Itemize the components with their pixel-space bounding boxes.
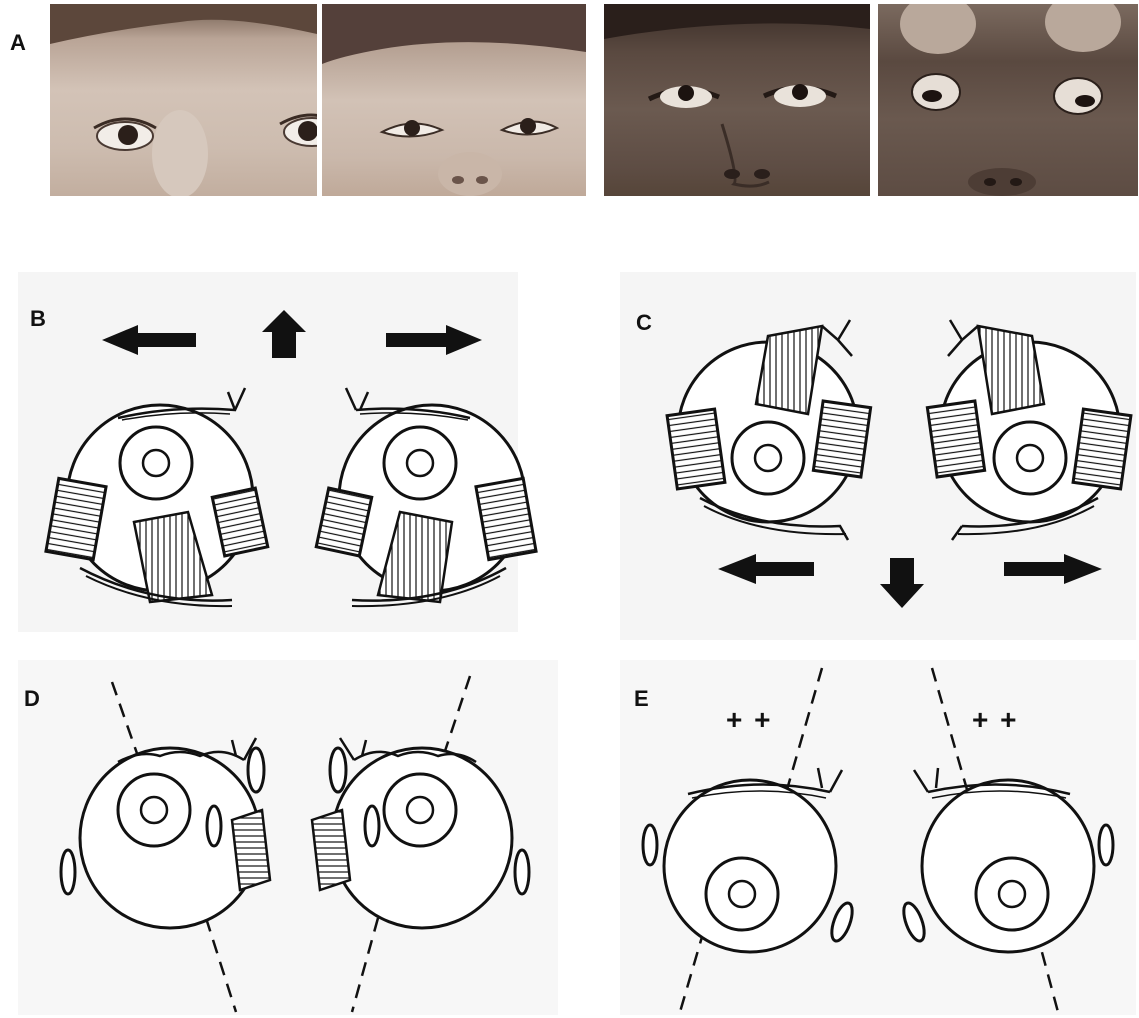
panel-c-diagram [667, 320, 1131, 608]
panel-e-left-eye [643, 768, 856, 952]
panel-e-diagram [643, 668, 1113, 1012]
panel-c-right-eye [927, 320, 1131, 540]
panel-b-left-eye [46, 388, 268, 606]
panel-b-diagram [46, 310, 536, 606]
arrow-left-icon [102, 325, 196, 355]
panel-d-diagram [61, 676, 529, 1012]
panel-e-right-eye [900, 768, 1113, 952]
panel-d-right-eye [312, 738, 529, 928]
panel-c-left-eye [667, 320, 871, 540]
arrow-left-icon [718, 554, 814, 584]
arrow-up-icon [262, 310, 306, 358]
panel-d-left-eye [61, 738, 270, 928]
arrow-right-icon [1004, 554, 1102, 584]
panel-e-left-marks: + + [726, 704, 772, 736]
arrow-right-icon [386, 325, 482, 355]
panel-e-right-marks: + + [972, 704, 1018, 736]
arrow-down-icon [880, 558, 924, 608]
panel-b-right-eye [316, 388, 536, 606]
